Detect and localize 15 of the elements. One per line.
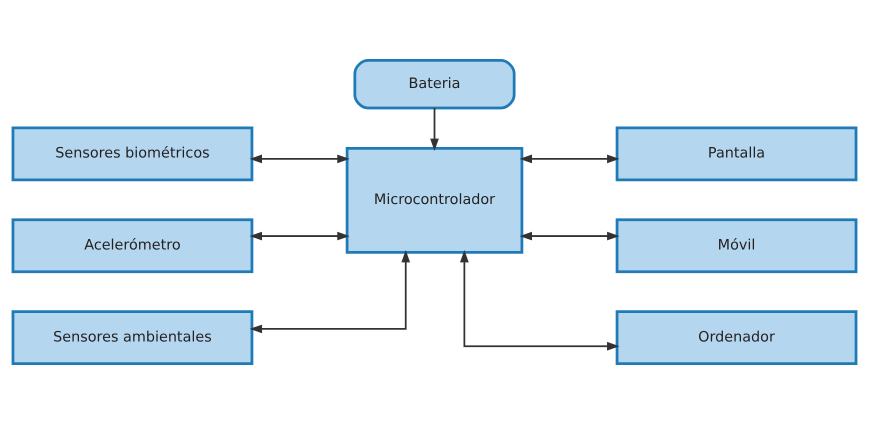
node-box: Bateria <box>353 58 516 109</box>
arrow <box>520 231 620 240</box>
node-box: Sensores ambientales <box>12 310 254 364</box>
arrow <box>250 154 350 163</box>
arrow <box>460 249 620 350</box>
node-box: Sensores biométricos <box>12 126 254 181</box>
arrow <box>250 231 350 240</box>
node-box: Ordenador <box>616 310 858 364</box>
arrow <box>430 108 439 151</box>
node-box: Móvil <box>616 218 858 273</box>
arrow <box>250 249 410 333</box>
arrow <box>520 154 620 163</box>
node-box: Pantalla <box>616 126 858 181</box>
node-box: Acelerómetro <box>12 218 254 273</box>
node-box: Microcontrolador <box>346 146 524 254</box>
